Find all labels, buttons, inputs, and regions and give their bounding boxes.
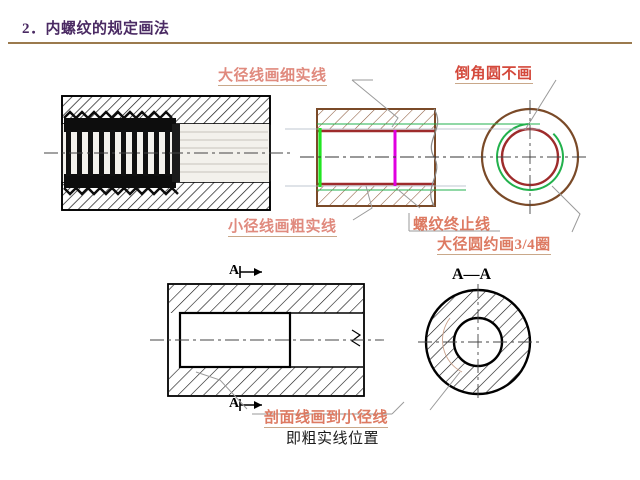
- page-title: 2．内螺纹的规定画法: [22, 21, 170, 37]
- pictorial-cutaway-view: [44, 95, 292, 211]
- end-view-circles: [466, 100, 590, 215]
- section-label-a-a: A—A: [452, 266, 492, 283]
- annotation-thread-end-line: 螺纹终止线: [413, 217, 491, 233]
- annotation-chamfer-circle-omit: 倒角圆不画: [455, 62, 533, 84]
- section-mark-a-top: A: [229, 263, 240, 278]
- section-a-a-view: [418, 284, 540, 400]
- leader-lines-bottom: [195, 371, 461, 415]
- section-mark-a-bottom: A: [229, 396, 240, 411]
- annotation-thick-line-position: 即粗实线位置: [286, 431, 380, 447]
- title-divider: [8, 42, 632, 44]
- annotation-hatch-to-minor-dia: 剖面线画到小径线: [264, 406, 389, 428]
- annotation-major-circle-three-quarter: 大径圆约画3/4圈: [437, 233, 551, 255]
- annotation-minor-dia-thick-line: 小径线画粗实线: [228, 215, 337, 237]
- plain-hole-section-view: [150, 266, 384, 411]
- leader-lines-top: [351, 79, 581, 233]
- annotation-major-dia-thin-line: 大径线画细实线: [218, 64, 327, 86]
- threaded-hole-section-view: [285, 108, 470, 207]
